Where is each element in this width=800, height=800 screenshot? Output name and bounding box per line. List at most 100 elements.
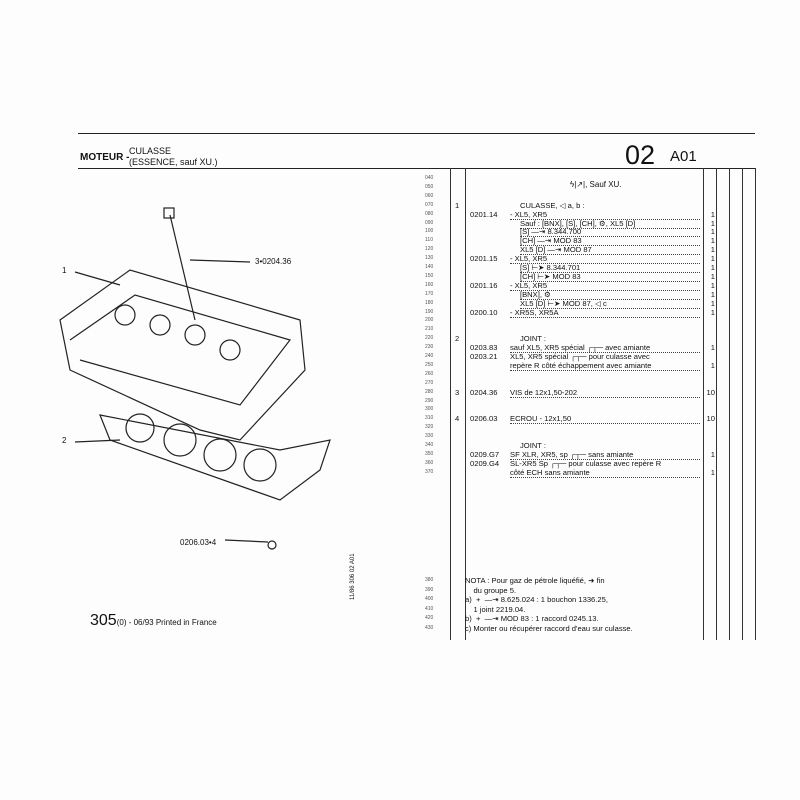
line-number: 100 (425, 228, 434, 235)
item-number: 4 (455, 414, 460, 424)
table-row: 080 0201.14 - XL5, XR5 1 (425, 209, 755, 220)
quantity: 1 (710, 263, 715, 272)
line-number: 320 (425, 424, 434, 431)
part-reference: 0209.G7 (470, 449, 500, 459)
line-number: 290 (425, 397, 434, 404)
note-text: c) Monter ou récupérer raccord d'eau sur… (465, 624, 633, 633)
line-number: 430 (425, 625, 434, 631)
quantity: 1 (710, 227, 715, 237)
header-rule (78, 168, 755, 169)
part-description: - XL5, XR5 (510, 210, 700, 220)
part-description: [CH] —⇥ MOD 83 (520, 236, 700, 247)
footer: 305(0) - 06/93 Printed in France (90, 612, 217, 630)
table-row: 170[BNX], ⚙1 (425, 289, 755, 300)
table-row: 280 3 0204.36 VIS de 12x1,50-202 10 (425, 387, 755, 398)
part-reference: 0206.03 (470, 414, 498, 424)
title-line2: (ESSENCE, sauf XU.) (129, 157, 218, 167)
quantity: 1 (710, 280, 715, 290)
quantity: 10 (706, 414, 715, 424)
line-number: 270 (425, 379, 434, 386)
part-description: - XL5, XR5 (510, 281, 700, 291)
quantity: 1 (710, 289, 715, 299)
line-number: 040 (425, 175, 434, 181)
part-description: Sauf : [BNX], [S], [CH], ⚙, XL5 [D] (520, 219, 700, 229)
quantity: 1 (710, 298, 715, 308)
part-description: XL5 [D] ⊢➤ MOD 87, ◁ c (520, 299, 700, 309)
table-row: 300 (425, 405, 755, 414)
part-description: ECROU - 12x1,50 (510, 414, 700, 425)
top-rule (78, 133, 755, 134)
quantity: 1 (710, 449, 715, 459)
line-number: 150 (425, 272, 434, 279)
line-number: 050 (425, 183, 434, 190)
line-number: 330 (425, 433, 434, 440)
item-number: 2 (455, 334, 460, 344)
part-description: CULASSE, ◁ a, b : (520, 200, 585, 210)
quantity: 1 (710, 467, 715, 477)
item-number: 1 (455, 200, 460, 210)
callout-3: 3•0204.36 (255, 257, 292, 266)
quantity: 1 (710, 360, 715, 370)
line-number: 180 (425, 299, 434, 306)
line-number: 400 (425, 596, 434, 603)
line-number: 080 (425, 210, 434, 217)
part-description: SL-XR5 Sp ┌┬─ pour culasse avec repère R (510, 458, 662, 468)
part-description: VIS de 12x1,50-202 (510, 388, 700, 398)
quantity: 1 (710, 236, 715, 246)
quantity: 1 (710, 343, 715, 353)
line-number: 340 (425, 442, 434, 448)
table-row: 290 (425, 397, 755, 406)
part-reference: 0201.14 (470, 209, 498, 219)
part-reference: 0201.15 (470, 254, 498, 264)
quantity: 10 (706, 387, 715, 397)
part-description: JOINT : (520, 334, 547, 344)
line-number: 110 (425, 237, 433, 244)
line-number: 210 (425, 326, 434, 333)
vertical-code: 11/86 306 02 A01 (350, 553, 356, 600)
table-row: 110 [CH] —⇥ MOD 83 1 (425, 236, 755, 247)
cylinder-head-diagram (59, 207, 331, 550)
line-number: 350 (425, 450, 434, 457)
callout-2: 2 (62, 436, 67, 445)
table-row: 320 (425, 423, 755, 432)
title-line1: CULASSE (129, 146, 172, 156)
part-reference: 0209.G4 (470, 458, 500, 468)
table-row: 270 (425, 379, 755, 388)
part-reference: 0201.16 (470, 280, 498, 290)
part-reference: 0204.36 (470, 387, 498, 397)
table-row: 240 0203.21 XL5, XR5 spécial ┌┬─ pour cula… (425, 352, 755, 361)
line-number: 240 (425, 353, 434, 359)
note-text: du groupe 5. (465, 585, 517, 595)
line-number: 130 (425, 255, 434, 262)
part-reference: 0203.21 (470, 352, 498, 361)
line-number: 260 (425, 370, 434, 377)
part-description: [CH] ⊢➤ MOD 83 (520, 272, 700, 282)
line-number: 090 (425, 219, 434, 226)
part-description: [S] ⊢➤ 8.344.701 (520, 263, 700, 273)
part-description: JOINT : (520, 441, 547, 450)
part-description: XL5, XR5 spécial ┌┬─ pour culasse avec (510, 352, 650, 361)
note-line: 430 c) Monter ou récupérer raccord d'eau … (425, 624, 755, 633)
table-heading: ϟ|↗|, Sauf XU. (570, 180, 622, 189)
note-text: b) + —⇥ MOD 83 : 1 raccord 0245.13. (465, 614, 599, 624)
part-description: - XL5, XR5 (510, 254, 700, 265)
item-number: 3 (455, 387, 460, 397)
table-row: 200 (425, 316, 755, 325)
quantity: 1 (710, 307, 715, 317)
quantity: 1 (710, 209, 715, 219)
line-number: 190 (425, 308, 434, 315)
table-row: 180 XL5 [D] ⊢➤ MOD 87, ◁ c 1 (425, 298, 755, 309)
line-number: 280 (425, 388, 434, 395)
part-description: [S] —⇥ 8.344.700 (520, 227, 700, 238)
note-text: 1 joint 2219.04. (465, 604, 526, 614)
